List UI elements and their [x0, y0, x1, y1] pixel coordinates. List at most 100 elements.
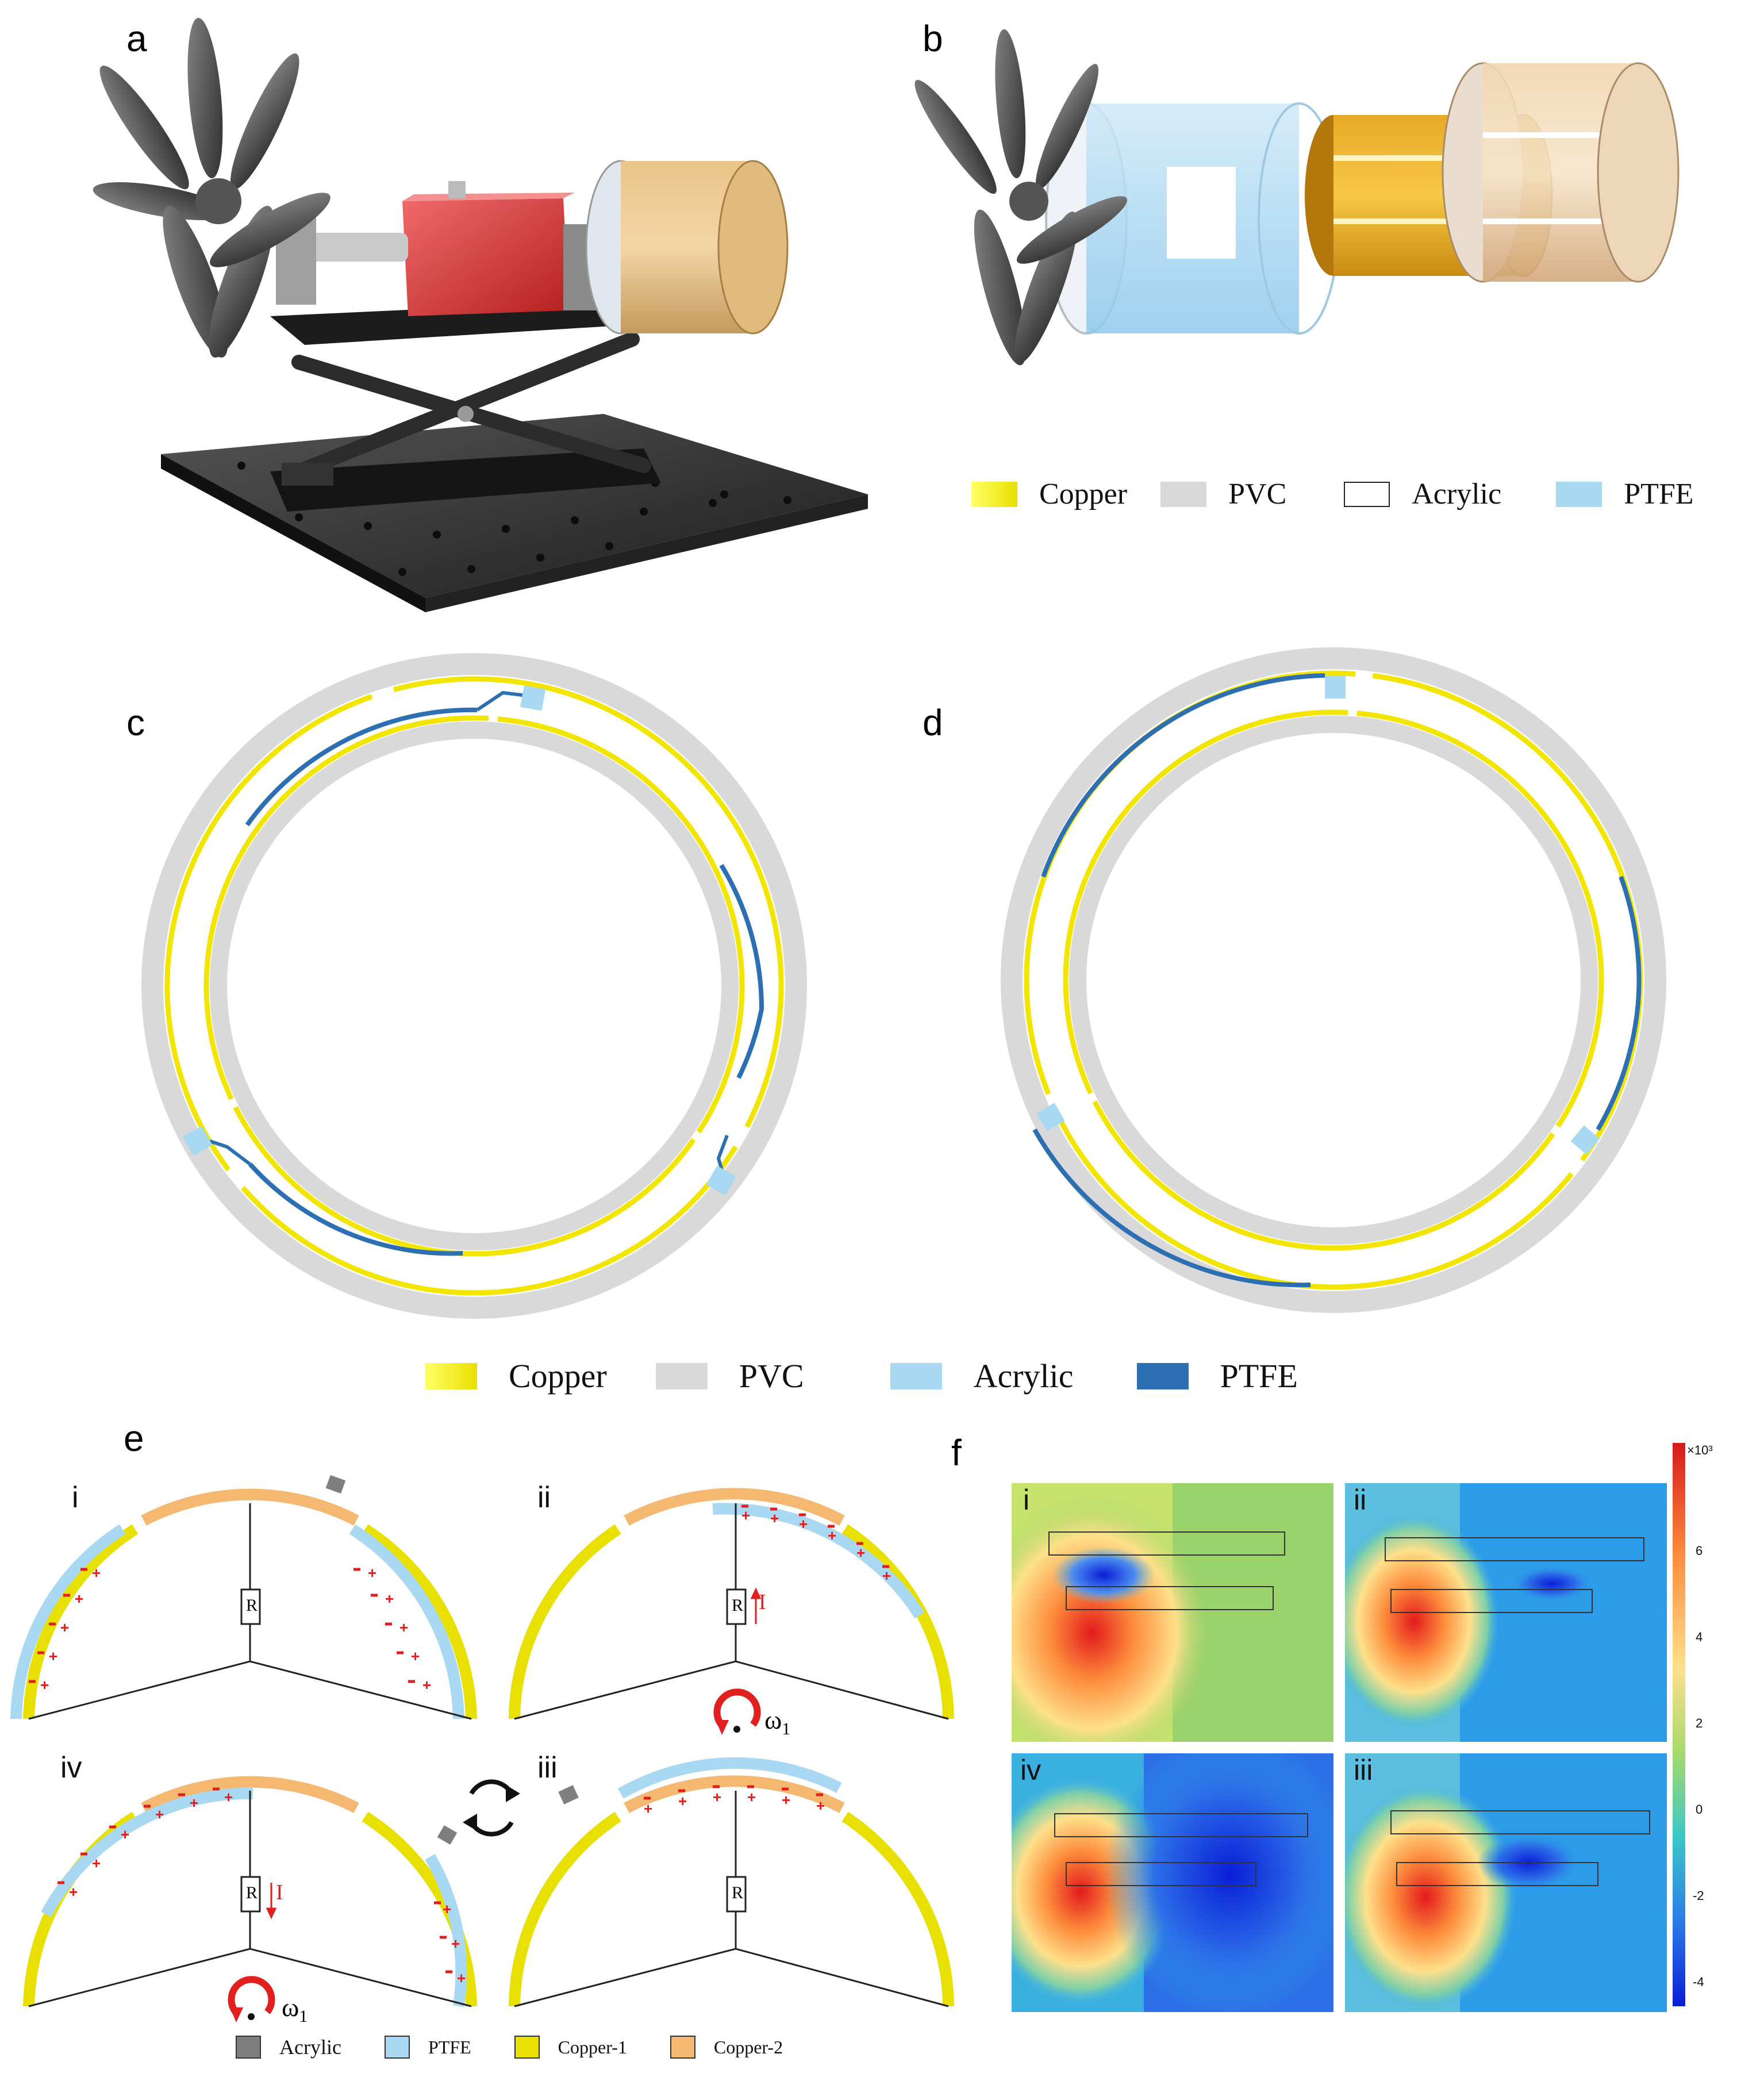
legend-swatch — [1136, 1362, 1189, 1389]
legend-label: PVC — [739, 1357, 804, 1395]
legend-swatch — [1344, 481, 1390, 507]
svg-text:+: + — [40, 1676, 49, 1694]
svg-text:+: + — [457, 1969, 466, 1987]
legend-label: Copper — [1039, 478, 1128, 510]
legend-swatch — [971, 481, 1017, 507]
resistor-label: R — [246, 1596, 258, 1615]
colorbar — [1673, 1443, 1685, 2006]
panel-label-c: c — [126, 702, 145, 743]
state-label-i: i — [72, 1481, 79, 1514]
resistor-label: R — [246, 1883, 258, 1902]
legend-label: PVC — [1228, 478, 1287, 510]
legend-b-item: Acrylic — [1344, 477, 1501, 511]
legend-swatch — [425, 1362, 477, 1389]
state-label-ii: ii — [537, 1481, 551, 1514]
colorbar-tick: 0 — [1696, 1802, 1703, 1817]
colorbar-tick: -2 — [1693, 1888, 1704, 1903]
colorbar-exponent: ×10³ — [1687, 1443, 1713, 1457]
svg-text:+: + — [747, 1788, 756, 1806]
current-label: I — [759, 1590, 766, 1614]
legend-e-item: Copper-2 — [670, 2036, 783, 2059]
current-label: I — [276, 1880, 283, 1905]
omega-label: ω1 — [282, 1992, 308, 2026]
legend-label: PTFE — [1220, 1357, 1298, 1395]
working-principle-diagram: +++++ +++++ ++++++ ++++++ +++ ++++++ — [10, 1475, 954, 2022]
legend-swatch — [1556, 481, 1602, 507]
state-label-iii: iii — [537, 1751, 558, 1784]
resistor-label: R — [732, 1883, 744, 1902]
f-state-label-i: i — [1023, 1484, 1030, 1516]
legend-label: Acrylic — [1412, 478, 1502, 510]
legend-e-item: Copper-1 — [514, 2036, 627, 2059]
f-state-label-iv: iv — [1020, 1754, 1042, 1786]
svg-text:+: + — [190, 1794, 198, 1811]
svg-text:+: + — [155, 1806, 164, 1823]
svg-text:+: + — [49, 1648, 57, 1665]
svg-text:+: + — [882, 1567, 891, 1584]
svg-text:+: + — [399, 1619, 408, 1636]
legend-label: Copper-2 — [713, 2036, 783, 2057]
svg-text:+: + — [422, 1676, 431, 1694]
omega-subscript: 1 — [299, 2007, 308, 2026]
svg-text:+: + — [782, 1791, 790, 1809]
svg-text:+: + — [644, 1800, 652, 1817]
svg-text:+: + — [451, 1935, 460, 1952]
f-state-label-iii: iii — [1354, 1754, 1373, 1786]
legend-swatch — [236, 2036, 261, 2059]
svg-text:+: + — [828, 1527, 836, 1544]
svg-text:+: + — [69, 1883, 78, 1901]
device-illustration — [93, 18, 868, 612]
legend-e-item: Acrylic — [236, 2035, 341, 2059]
legend-b-item: Copper — [971, 477, 1127, 511]
svg-text:+: + — [121, 1826, 129, 1843]
legend-label: Copper — [509, 1357, 607, 1395]
svg-text:+: + — [713, 1788, 721, 1806]
colorbar-tick: 6 — [1696, 1544, 1703, 1558]
legend-label: PTFE — [1624, 478, 1694, 510]
svg-text:+: + — [799, 1515, 808, 1533]
svg-text:+: + — [678, 1792, 687, 1810]
legend-cd: Copper PVC Acrylic PTFE — [425, 1357, 1298, 1395]
legend-swatch — [655, 1362, 708, 1389]
panel-label-a: a — [126, 18, 147, 59]
legend-e: Acrylic PTFE Copper-1 Copper-2 — [236, 2035, 783, 2059]
legend-swatch — [384, 2036, 410, 2059]
panel-label-f: f — [951, 1432, 962, 1473]
panel-label-d: d — [923, 702, 943, 743]
svg-text:+: + — [75, 1590, 83, 1607]
legend-b: Copper PVC Acrylic PTFE — [971, 477, 1694, 511]
legend-swatch — [514, 2036, 540, 2059]
colorbar-tick: 4 — [1696, 1630, 1703, 1644]
svg-text:+: + — [770, 1510, 779, 1527]
svg-text:+: + — [92, 1564, 101, 1581]
svg-text:+: + — [816, 1797, 825, 1814]
legend-cd-item: Copper — [425, 1357, 607, 1395]
legend-b-item: PVC — [1160, 477, 1286, 511]
legend-swatch — [890, 1362, 942, 1389]
omega-symbol: ω — [282, 1992, 299, 2022]
base-plate — [161, 414, 868, 598]
svg-text:+: + — [368, 1564, 376, 1581]
legend-swatch — [670, 2036, 695, 2059]
legend-cd-item: Acrylic — [890, 1357, 1074, 1395]
panel-label-b: b — [923, 18, 943, 59]
resistor-label: R — [732, 1596, 744, 1615]
exploded-view — [914, 29, 1680, 366]
svg-text:+: + — [92, 1855, 101, 1872]
svg-text:+: + — [385, 1590, 394, 1607]
legend-cd-item: PTFE — [1136, 1357, 1298, 1395]
legend-e-item: PTFE — [384, 2036, 471, 2059]
state-label-iv: iv — [60, 1751, 82, 1784]
legend-label: Copper-1 — [558, 2036, 627, 2057]
svg-text:+: + — [856, 1544, 865, 1561]
omega-symbol: ω — [764, 1705, 782, 1734]
cross-section-d — [1001, 647, 1666, 1313]
omega-label: ω1 — [764, 1704, 790, 1739]
svg-text:+: + — [741, 1507, 750, 1524]
svg-text:+: + — [411, 1648, 420, 1665]
cross-section-c — [141, 653, 807, 1319]
svg-text:+: + — [224, 1788, 233, 1806]
legend-b-item: PTFE — [1556, 477, 1694, 511]
legend-label: Acrylic — [279, 2036, 341, 2059]
colorbar-tick: -4 — [1693, 1975, 1704, 1989]
